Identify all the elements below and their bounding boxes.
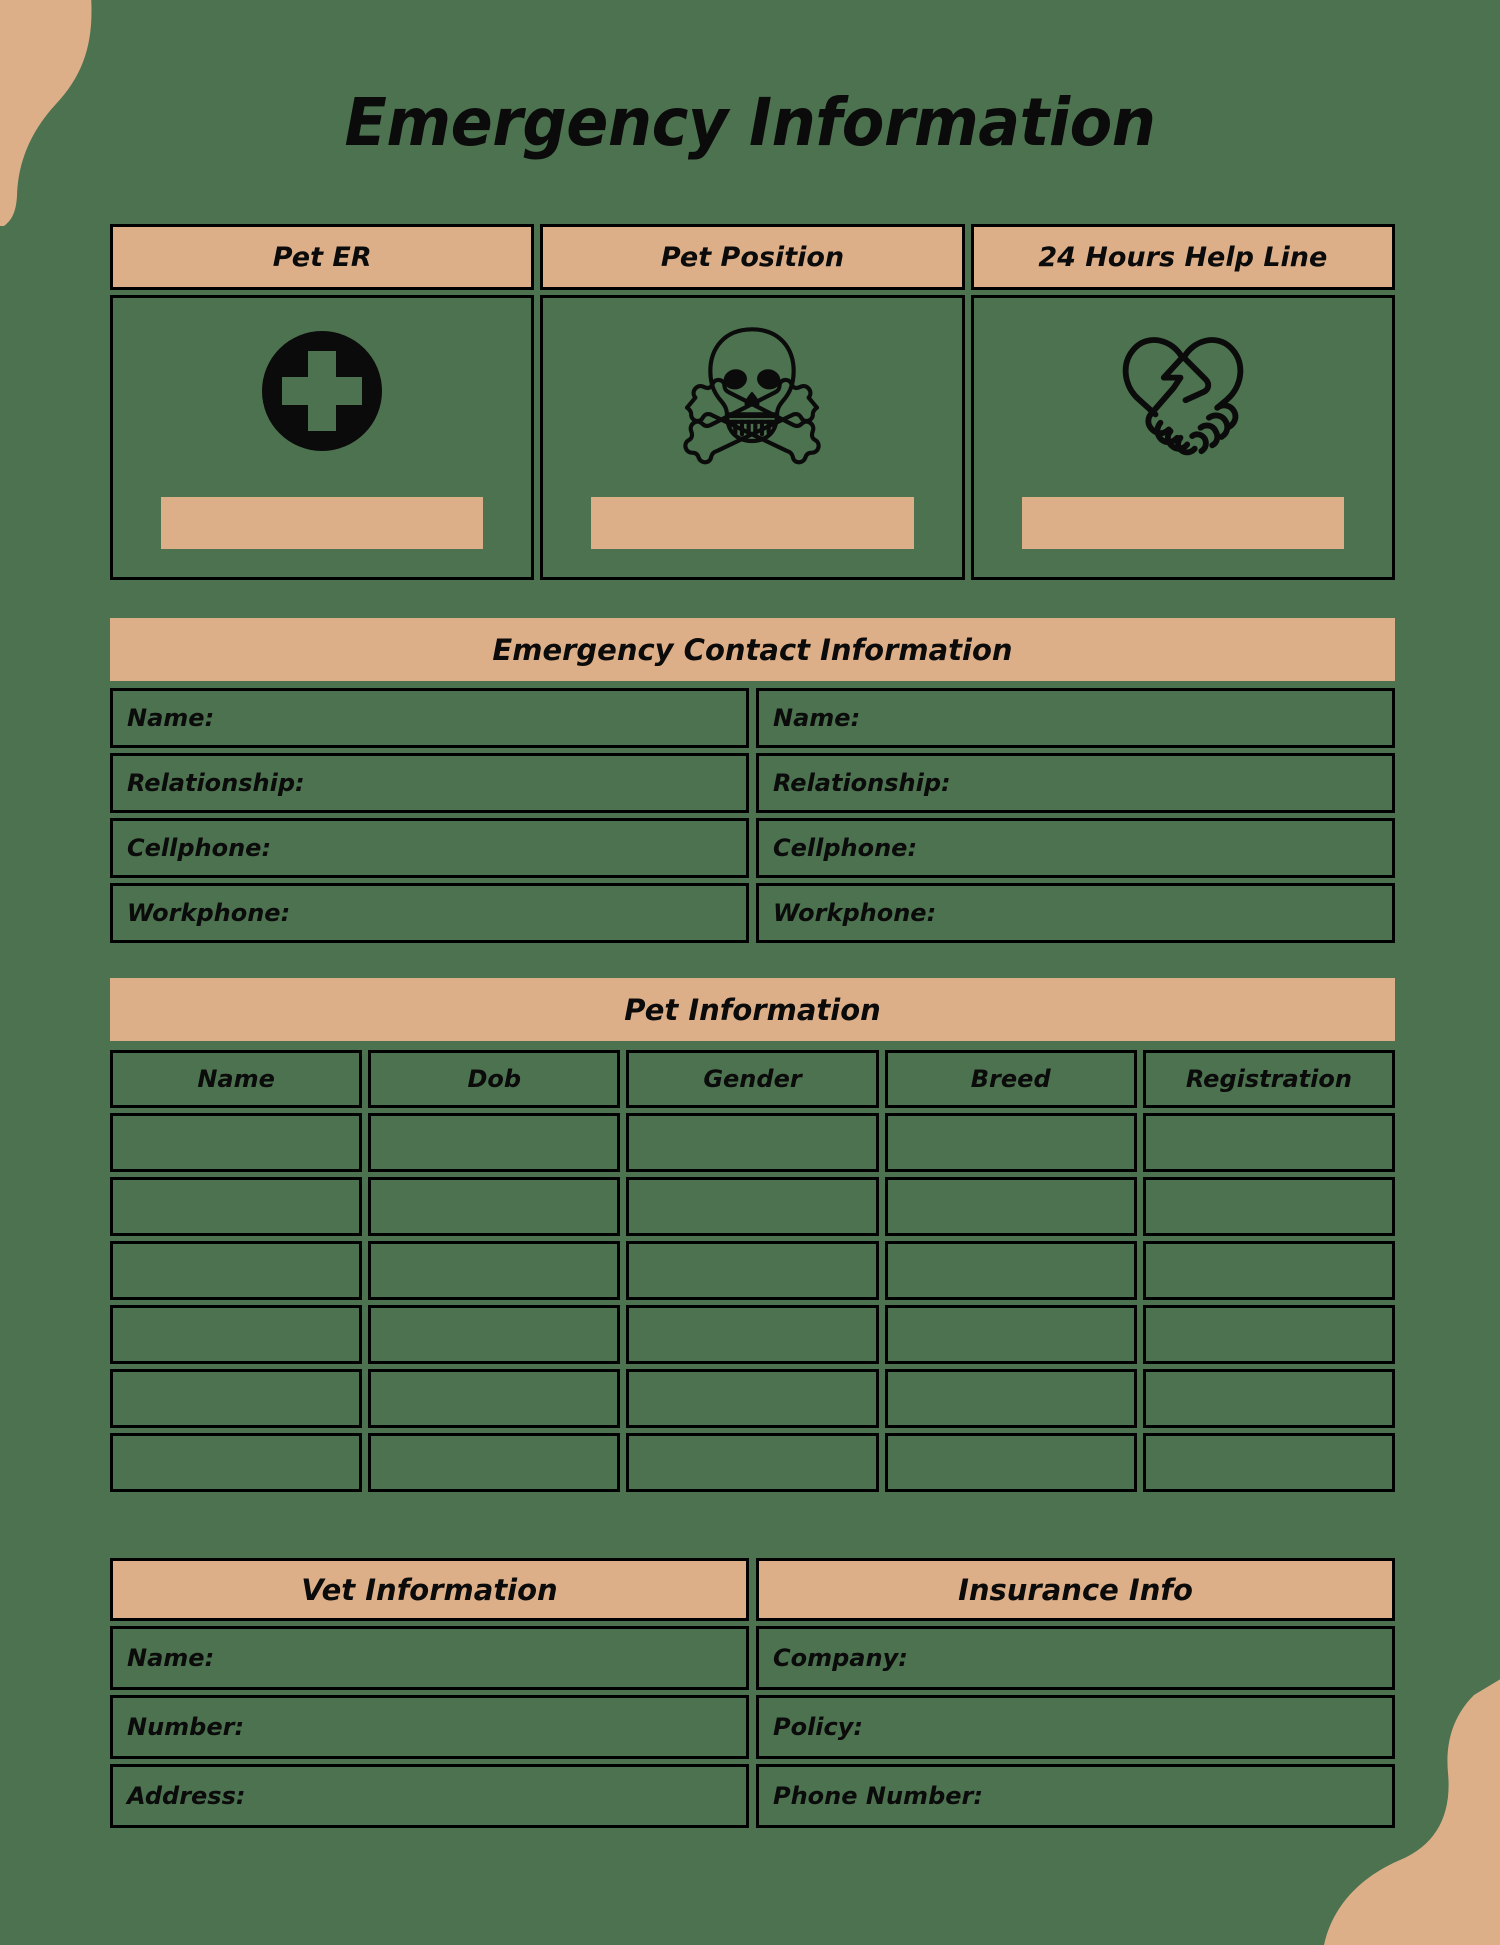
pet-cell-gender[interactable] [626,1113,879,1172]
pet-cell-breed[interactable] [884,1177,1137,1236]
table-row [110,1241,1396,1300]
pet-table-header-row: Name Dob Gender Breed Registration [110,1050,1396,1108]
help-line-input[interactable] [1021,497,1344,549]
card-pet-position-label: Pet Position [540,224,965,290]
pet-cell-name[interactable] [110,1369,363,1428]
contact-row-name: Name: Name: [110,688,1395,748]
pet-cell-name[interactable] [110,1113,363,1172]
pet-er-input[interactable] [161,497,484,549]
pet-cell-gender[interactable] [626,1369,879,1428]
vet-name-field[interactable]: Name: [110,1626,749,1690]
contact-row-cellphone: Cellphone: Cellphone: [110,818,1395,878]
contact2-relationship-field[interactable]: Relationship: [756,753,1395,813]
bottom-panels: Vet Information Name: Number: Address: I… [110,1558,1395,1828]
pet-cell-dob[interactable] [368,1241,621,1300]
pet-cell-registration[interactable] [1142,1241,1396,1300]
pet-cell-breed[interactable] [884,1241,1137,1300]
page-title: Emergency Information [344,84,1156,161]
insurance-company-field[interactable]: Company: [756,1626,1395,1690]
pet-cell-name[interactable] [110,1305,363,1364]
pet-information-heading: Pet Information [110,978,1395,1041]
pet-cell-dob[interactable] [368,1433,621,1492]
table-row [110,1113,1396,1172]
pet-col-dob: Dob [368,1050,621,1108]
card-24-hours-help-line-label: 24 Hours Help Line [970,224,1395,290]
card-24-hours-help-line: 24 Hours Help Line [970,224,1395,580]
pet-information-table: Name Dob Gender Breed Registration [110,1050,1396,1492]
contact1-relationship-field[interactable]: Relationship: [110,753,749,813]
insurance-phone-number-field[interactable]: Phone Number: [756,1764,1395,1828]
pet-cell-registration[interactable] [1142,1113,1396,1172]
pet-cell-registration[interactable] [1142,1305,1396,1364]
table-row [110,1177,1396,1236]
pet-cell-gender[interactable] [626,1433,879,1492]
contact2-name-field[interactable]: Name: [756,688,1395,748]
table-row [110,1369,1396,1428]
pet-cell-registration[interactable] [1142,1433,1396,1492]
card-24-hours-help-line-body [970,295,1395,580]
card-pet-position: Pet Position [540,224,965,580]
pet-cell-breed[interactable] [884,1305,1137,1364]
contact1-name-field[interactable]: Name: [110,688,749,748]
pet-cell-registration[interactable] [1142,1177,1396,1236]
pet-cell-name[interactable] [110,1177,363,1236]
insurance-info-heading: Insurance Info [756,1558,1395,1621]
pet-col-registration: Registration [1142,1050,1396,1108]
handshake-heart-icon [1112,316,1254,466]
pet-cell-breed[interactable] [884,1369,1137,1428]
card-pet-position-body [540,295,965,580]
pet-col-breed: Breed [884,1050,1137,1108]
pet-cell-gender[interactable] [626,1305,879,1364]
emergency-contact-grid: Name: Name: Relationship: Relationship: … [110,688,1395,943]
card-pet-er: Pet ER [110,224,535,580]
pet-cell-registration[interactable] [1142,1369,1396,1428]
emergency-cards: Pet ER Pet Position [110,224,1395,580]
contact2-cellphone-field[interactable]: Cellphone: [756,818,1395,878]
pet-cell-dob[interactable] [368,1305,621,1364]
emergency-contact-heading: Emergency Contact Information [110,618,1395,681]
skull-crossbones-icon [677,316,827,466]
medical-cross-circle-icon [260,316,384,466]
pet-position-input[interactable] [591,497,914,549]
pet-cell-breed[interactable] [884,1113,1137,1172]
table-row [110,1305,1396,1364]
pet-cell-dob[interactable] [368,1369,621,1428]
card-pet-er-body [110,295,535,580]
vet-information-panel: Vet Information Name: Number: Address: [110,1558,749,1828]
pet-cell-dob[interactable] [368,1113,621,1172]
insurance-policy-field[interactable]: Policy: [756,1695,1395,1759]
vet-number-field[interactable]: Number: [110,1695,749,1759]
pet-cell-gender[interactable] [626,1177,879,1236]
insurance-info-panel: Insurance Info Company: Policy: Phone Nu… [756,1558,1395,1828]
contact-row-relationship: Relationship: Relationship: [110,753,1395,813]
contact1-cellphone-field[interactable]: Cellphone: [110,818,749,878]
pet-cell-name[interactable] [110,1241,363,1300]
table-row [110,1433,1396,1492]
card-pet-er-label: Pet ER [110,224,535,290]
vet-address-field[interactable]: Address: [110,1764,749,1828]
pet-cell-breed[interactable] [884,1433,1137,1492]
pet-col-gender: Gender [626,1050,879,1108]
pet-col-name: Name [110,1050,363,1108]
pet-cell-gender[interactable] [626,1241,879,1300]
vet-information-heading: Vet Information [110,1558,749,1621]
contact-row-workphone: Workphone: Workphone: [110,883,1395,943]
pet-cell-name[interactable] [110,1433,363,1492]
pet-cell-dob[interactable] [368,1177,621,1236]
contact2-workphone-field[interactable]: Workphone: [756,883,1395,943]
contact1-workphone-field[interactable]: Workphone: [110,883,749,943]
